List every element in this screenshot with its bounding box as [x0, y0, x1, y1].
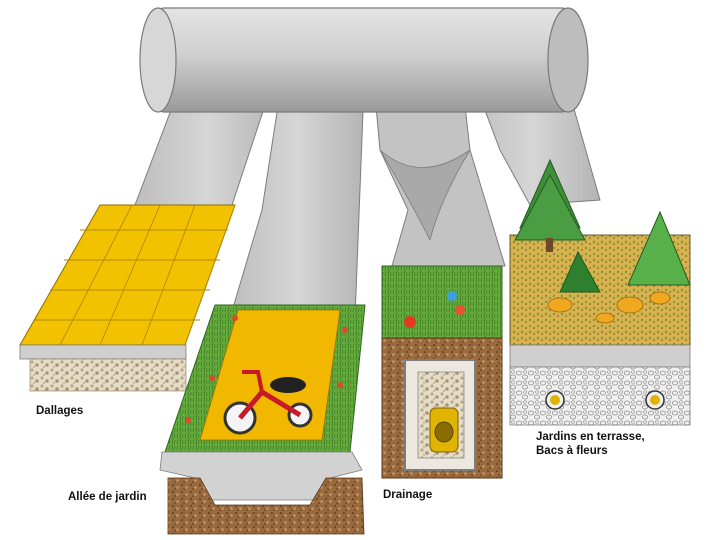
paving-block — [19, 204, 236, 392]
flower-icon — [404, 291, 465, 328]
label-allee-de-jardin: Allée de jardin — [68, 491, 147, 503]
tree-icon — [514, 158, 691, 293]
label-jardins-line2: Bacs à fleurs — [536, 445, 608, 457]
garden-path-block — [159, 304, 366, 535]
roof-garden-block — [509, 158, 691, 426]
drain-pipe-icon — [429, 407, 459, 453]
label-jardins-line1: Jardins en terrasse, — [536, 431, 645, 443]
label-dallages: Dallages — [36, 405, 84, 417]
drainage-block — [381, 265, 503, 479]
tricycle-icon — [223, 370, 313, 435]
membrane-strips — [134, 59, 601, 319]
label-drainage: Drainage — [383, 489, 433, 501]
label-jardins-en-terrasse: Jardins en terrasse, Bacs à fleurs — [536, 430, 645, 458]
membrane-roll — [139, 7, 589, 113]
